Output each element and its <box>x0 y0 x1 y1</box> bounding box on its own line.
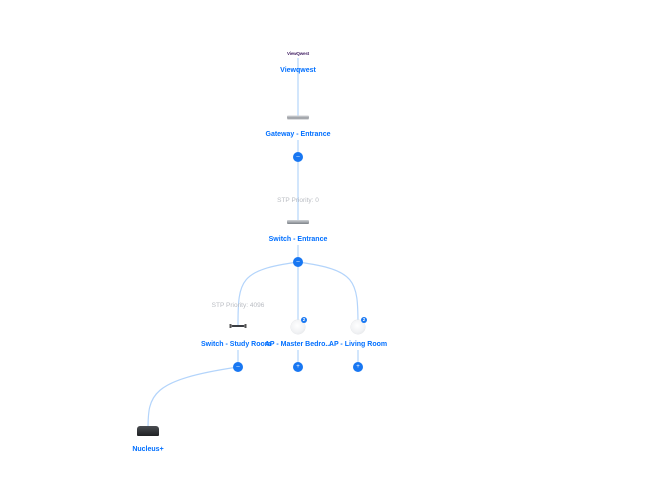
isp-logo-icon: ViewQwest <box>287 51 309 56</box>
link-switch-study <box>237 261 299 326</box>
gateway-device-icon <box>287 115 309 119</box>
switch-study-stp-priority: STP Priority: 4096 <box>211 302 265 309</box>
switch-entrance-stp-priority: STP Priority: 0 <box>277 197 319 204</box>
ap-master-node[interactable] <box>291 320 305 334</box>
ap-living-node[interactable] <box>351 320 365 334</box>
ap-living-label[interactable]: AP - Living Room <box>328 341 388 348</box>
ap-master-label[interactable]: AP - Master Bedro... <box>264 341 332 348</box>
switch-entrance-label[interactable]: Switch - Entrance <box>268 236 328 243</box>
gateway-node[interactable] <box>287 115 309 119</box>
access-point-icon <box>351 320 365 334</box>
link-study-nucleus <box>147 366 239 431</box>
ap-living-client-badge: 2 <box>361 317 367 323</box>
ap-living-expand-button[interactable]: + <box>353 362 363 372</box>
switch-entrance-collapse-button[interactable]: – <box>293 257 303 267</box>
switch-study-collapse-button[interactable]: – <box>233 362 243 372</box>
ap-master-client-badge: 2 <box>301 317 307 323</box>
switch-entrance-node[interactable] <box>287 220 309 224</box>
isp-node[interactable]: ViewQwest <box>287 42 309 60</box>
ap-master-expand-button[interactable]: + <box>293 362 303 372</box>
nucleus-node[interactable] <box>137 426 159 436</box>
nucleus-device-icon <box>137 426 159 436</box>
access-point-icon <box>291 320 305 334</box>
switch-study-label[interactable]: Switch - Study Room <box>201 341 271 348</box>
gateway-label[interactable]: Gateway - Entrance <box>265 131 331 138</box>
flex-mini-switch-icon <box>229 324 247 328</box>
link-switch-ap-living <box>297 261 359 327</box>
isp-label[interactable]: Viewqwest <box>280 67 316 74</box>
switch-study-node[interactable] <box>229 324 247 328</box>
switch-device-icon <box>287 220 309 224</box>
gateway-collapse-button[interactable]: – <box>293 152 303 162</box>
nucleus-label[interactable]: Nucleus+ <box>132 446 164 453</box>
